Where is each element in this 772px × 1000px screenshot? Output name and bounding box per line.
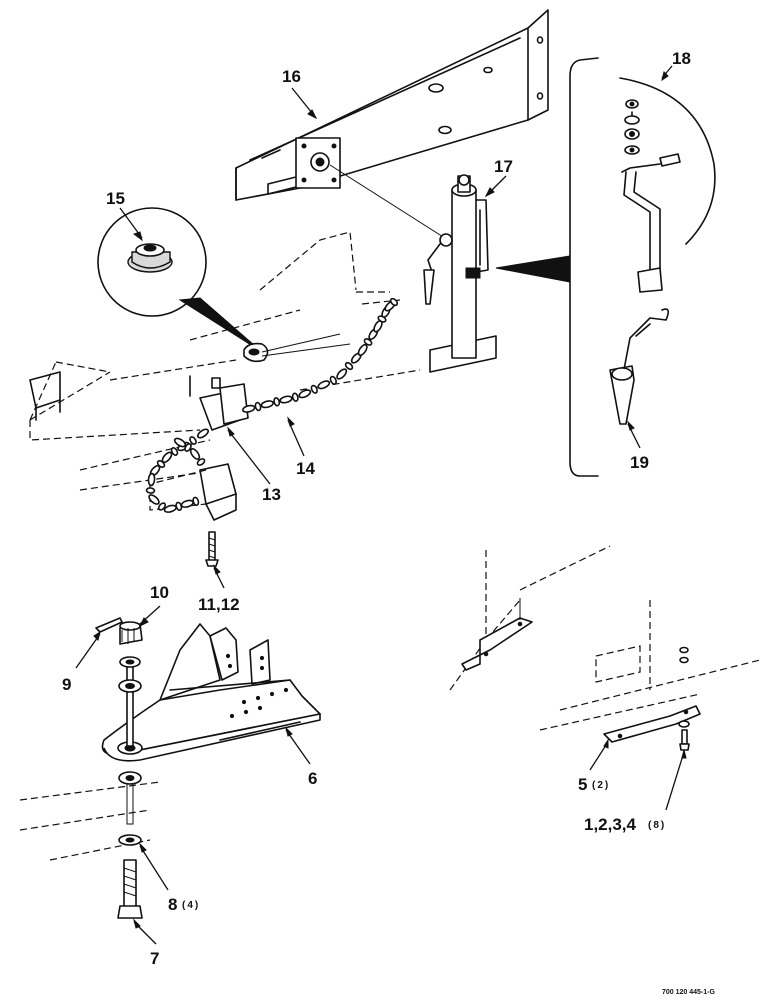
chain-hook-link	[196, 458, 206, 466]
callout-9: 9	[62, 675, 71, 694]
chain-lower-link	[148, 494, 160, 505]
part-16-tongue-bracket	[235, 9, 549, 201]
chain-lower-link	[196, 428, 210, 439]
callout-6: 6	[308, 769, 317, 788]
chain-lower-link	[170, 447, 179, 456]
callout-8-qty: (4)	[182, 900, 200, 911]
chain-upper-link	[357, 343, 368, 357]
callout-17: 17	[494, 157, 513, 176]
part-15-zoom	[97, 207, 263, 353]
chain-upper-link	[310, 384, 318, 394]
chain-upper-link	[329, 375, 337, 385]
frame-and-chain	[29, 231, 421, 521]
chain-lower-link	[147, 472, 156, 487]
part-5-brackets	[449, 545, 761, 751]
callout-5-label: 5	[578, 775, 587, 794]
chain-upper-link	[279, 395, 293, 404]
leader-lines	[75, 65, 687, 945]
callout-1-2-3-4-qty: (8)	[648, 820, 666, 831]
callout-10: 10	[150, 583, 169, 602]
chain-hook-link	[189, 448, 201, 460]
chain-upper-link	[336, 368, 348, 380]
chain-lower-link	[192, 496, 200, 506]
callout-15: 15	[106, 189, 125, 208]
callout-8: 8	[168, 895, 177, 914]
callout-19: 19	[630, 453, 649, 472]
callout-13: 13	[262, 485, 281, 504]
chain-upper-link	[344, 361, 354, 371]
chain-lower-link	[145, 487, 156, 494]
callout-16: 16	[282, 67, 301, 86]
chain-upper-link	[242, 404, 256, 413]
chain-lower-link	[189, 436, 197, 445]
chain-upper-link	[389, 297, 399, 307]
part-18-19-detail	[495, 57, 716, 477]
chain-14	[145, 297, 399, 513]
callout-1-2-3-4: 1,2,3,4	[584, 815, 637, 834]
chain-upper-link	[260, 400, 274, 409]
callout-labels: 16 17 18 19 15 14 13 11,12 10 9 6 8 (4) …	[62, 49, 715, 996]
chain-hook-link	[173, 437, 187, 448]
part-11-12-bolt	[205, 531, 219, 567]
chain-upper-link	[273, 397, 281, 407]
chain-upper-link	[317, 380, 331, 390]
callout-11-12: 11,12	[198, 595, 240, 614]
chain-upper-link	[254, 401, 262, 412]
callout-18: 18	[672, 49, 691, 68]
drawing-code: 700 120 445-1-G	[662, 989, 715, 996]
callout-14: 14	[296, 459, 315, 478]
callout-8-group: 8 (4)	[168, 895, 200, 914]
chain-upper-link	[291, 392, 299, 402]
part-17-jack	[329, 164, 497, 373]
callout-7: 7	[150, 949, 159, 968]
washer-stack	[624, 99, 640, 155]
callout-5-qty: (2)	[592, 780, 610, 791]
chain-upper-link	[363, 338, 373, 346]
callout-1234-group: 1,2,3,4 (8)	[584, 815, 666, 834]
chain-lower-link	[180, 499, 194, 508]
chain-lower-link	[157, 502, 167, 511]
chain-hook-link	[184, 443, 192, 452]
part-6-hitch-plate	[19, 617, 321, 919]
chain-upper-link	[298, 389, 312, 399]
